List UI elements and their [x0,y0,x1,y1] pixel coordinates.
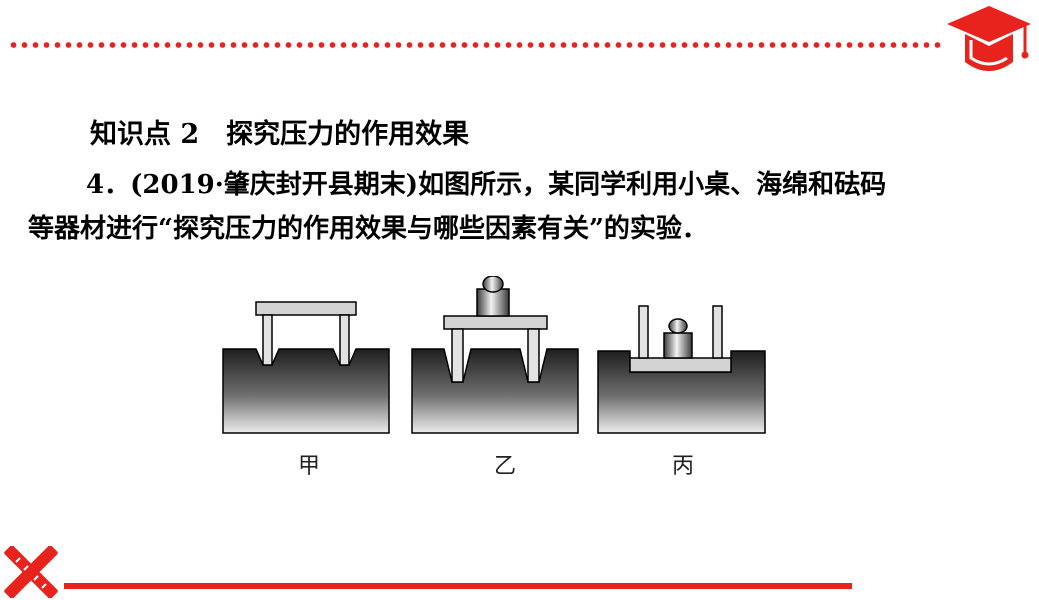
graduation-cap-icon [947,6,1031,71]
panel-jia [222,301,390,434]
question-line-1: 4．(2019·肇庆封开县期末)如图所示，某同学利用小桌、海绵和砝码 [86,170,887,200]
question-text: 4．(2019·肇庆封开县期末)如图所示，某同学利用小桌、海绵和砝码 等器材进行… [28,163,1018,251]
top-dotted-divider [8,41,943,49]
section-heading: 知识点 2 探究压力的作用效果 [90,119,470,150]
bottom-divider [64,583,852,589]
question-line-2: 等器材进行“探究压力的作用效果与哪些因素有关”的实验． [28,214,708,244]
pencil-ruler-icon [4,546,58,598]
figure-label-jia: 甲 [298,454,321,479]
panel-yi [411,276,579,434]
figure-label-bing: 丙 [672,454,695,479]
experiment-figure [222,276,766,434]
figure-label-yi: 乙 [494,454,517,479]
panel-bing [597,305,766,434]
